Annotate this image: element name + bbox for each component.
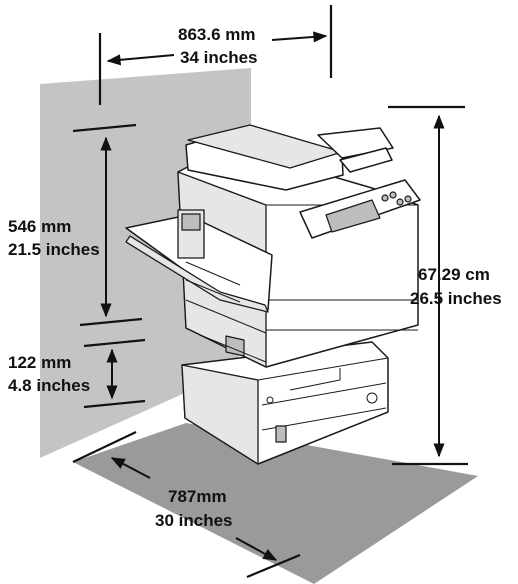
width-mm-label: 863.6 mm: [178, 25, 256, 44]
gap-mm-label: 122 mm: [8, 353, 71, 372]
gap-inches-label: 4.8 inches: [8, 376, 90, 395]
depth-end-line: [246, 553, 301, 579]
depth-inches-label: 30 inches: [155, 511, 233, 530]
width-arrow-left: [106, 54, 175, 66]
width-arrow-right: [271, 31, 328, 43]
depth-mm-label: 787mm: [168, 487, 227, 506]
floor-clearance-area: [73, 423, 478, 584]
printer-top-line: [72, 123, 137, 133]
floor-level-line: [83, 399, 146, 409]
printer-bottom-line: [79, 317, 143, 327]
printer-height-mm-label: 546 mm: [8, 217, 71, 236]
width-inches-label: 34 inches: [180, 48, 258, 67]
total-height-inches-label: 26.5 inches: [410, 289, 502, 308]
tray-top-line: [83, 338, 146, 348]
depth-arrow-end: [235, 537, 278, 561]
total-height-cm-label: 67.29 cm: [418, 265, 490, 284]
printer-height-inches-label: 21.5 inches: [8, 240, 100, 259]
depth-start-line: [72, 431, 137, 463]
depth-arrow-start: [110, 457, 151, 479]
printer-illustration: [125, 124, 421, 465]
